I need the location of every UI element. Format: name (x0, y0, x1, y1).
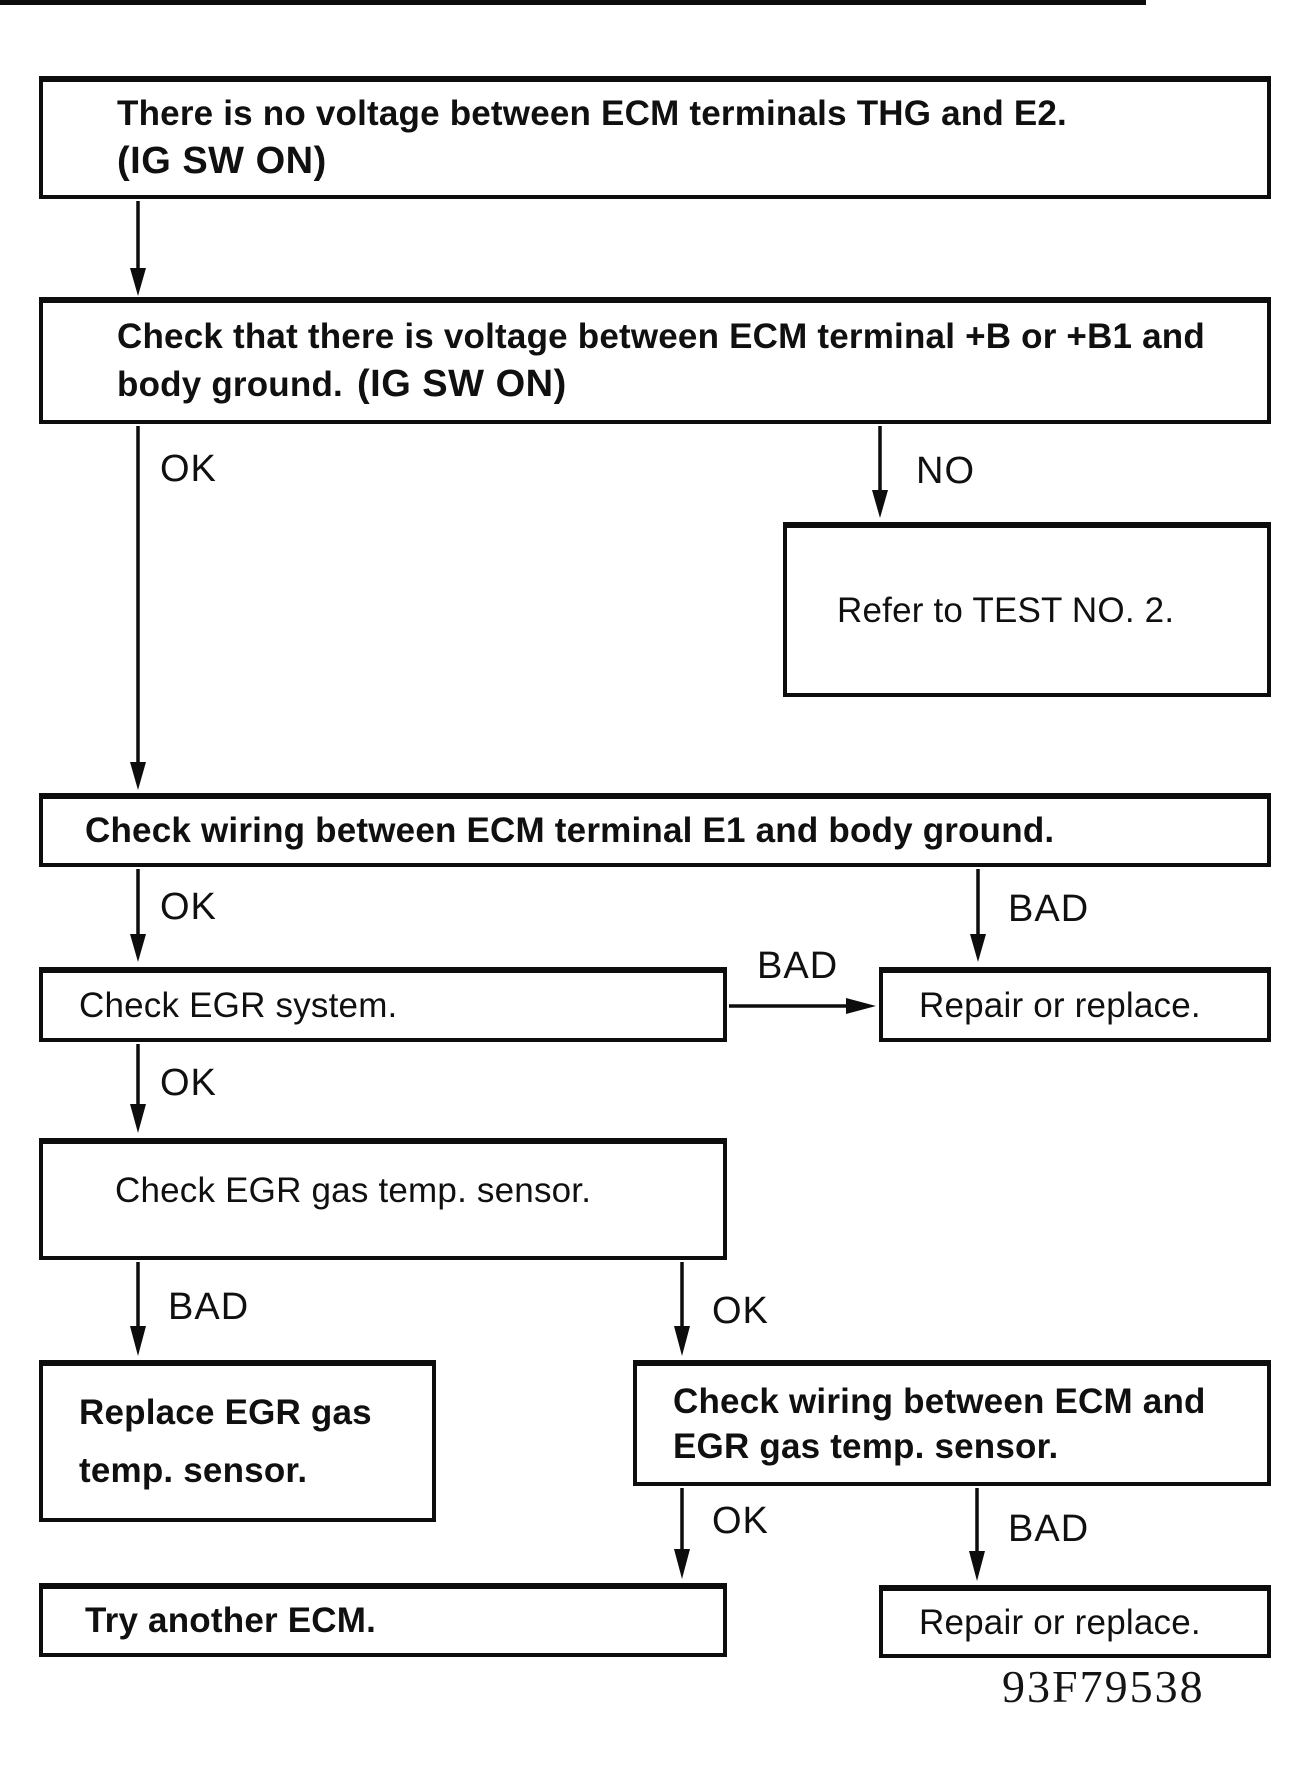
node-text: Check wiring between ECM terminal E1 and… (85, 811, 1055, 851)
node-no-voltage-thg-e2: There is no voltage between ECM terminal… (39, 76, 1271, 199)
edge-ok-to-egr-gas-temp-sensor (130, 1044, 146, 1133)
edge-ok-to-check-egr-system (130, 869, 146, 962)
node-text: Check EGR system. (79, 985, 398, 1025)
edge-label-ok-2: OK (160, 886, 217, 928)
node-text: Refer to TEST NO. 2. (837, 590, 1175, 630)
node-text: Check EGR gas temp. sensor. (115, 1171, 592, 1210)
figure-code: 93F79538 (1002, 1661, 1205, 1712)
node-text: body ground. (117, 364, 343, 404)
node-text: Check that there is voltage between ECM … (117, 317, 1205, 357)
node-check-egr-system: Check EGR system. (39, 967, 727, 1042)
node-text: Repair or replace. (919, 1602, 1201, 1642)
node-refer-test-no-2: Refer to TEST NO. 2. (783, 522, 1271, 697)
node-check-egr-gas-temp-sensor: Check EGR gas temp. sensor. (39, 1138, 727, 1260)
edge-label-no: NO (916, 450, 975, 492)
node-replace-egr-gas-temp-sensor: Replace EGR gas temp. sensor. (39, 1360, 436, 1522)
edge-bad-to-repair-2 (969, 1488, 985, 1581)
edge-label-bad-4: BAD (1008, 1508, 1090, 1550)
node-try-another-ecm: Try another ECM. (39, 1583, 727, 1657)
node-repair-or-replace-1: Repair or replace. (879, 967, 1271, 1042)
node-text: There is no voltage between ECM terminal… (117, 94, 1067, 134)
edge-ok-to-try-another-ecm (674, 1488, 690, 1579)
node-text-bold: (IG SW ON) (117, 139, 327, 182)
edge-bad-to-repair-1 (970, 869, 986, 962)
edge-label-bad-2: BAD (757, 945, 839, 987)
node-repair-or-replace-2: Repair or replace. (879, 1585, 1271, 1658)
edge-ok-to-check-wiring-ecm (674, 1262, 690, 1356)
edge-bad-egr-system-to-repair-1 (729, 998, 876, 1014)
node-check-voltage-b: Check that there is voltage between ECM … (39, 297, 1271, 424)
node-text: EGR gas temp. sensor. (673, 1427, 1059, 1466)
node-text: Repair or replace. (919, 985, 1201, 1025)
edge-label-ok-3: OK (160, 1062, 217, 1104)
node-text-line2: body ground. (IG SW ON) (117, 360, 1267, 409)
edge-bad-to-replace-sensor (130, 1262, 146, 1356)
edge-label-ok-1: OK (160, 448, 217, 490)
node-text: Replace EGR gas (79, 1393, 372, 1433)
page-top-rule (0, 0, 1146, 5)
node-check-wiring-ecm-egr-sensor: Check wiring between ECM and EGR gas tem… (633, 1360, 1271, 1486)
edge-label-ok-4: OK (712, 1290, 769, 1332)
edge-label-bad-3: BAD (168, 1286, 250, 1328)
node-text: Try another ECM. (85, 1601, 377, 1641)
edge-no-to-refer-test (872, 426, 888, 518)
edge-start-to-check-voltage (130, 201, 146, 296)
edge-label-ok-5: OK (712, 1500, 769, 1542)
edge-ok-to-check-wiring-e1 (130, 426, 146, 790)
node-text: Check wiring between ECM and (673, 1381, 1206, 1421)
edge-label-bad-1: BAD (1008, 888, 1090, 930)
node-text-bold: (IG SW ON) (356, 362, 567, 405)
node-check-wiring-e1: Check wiring between ECM terminal E1 and… (39, 793, 1271, 867)
node-text: temp. sensor. (79, 1451, 308, 1490)
